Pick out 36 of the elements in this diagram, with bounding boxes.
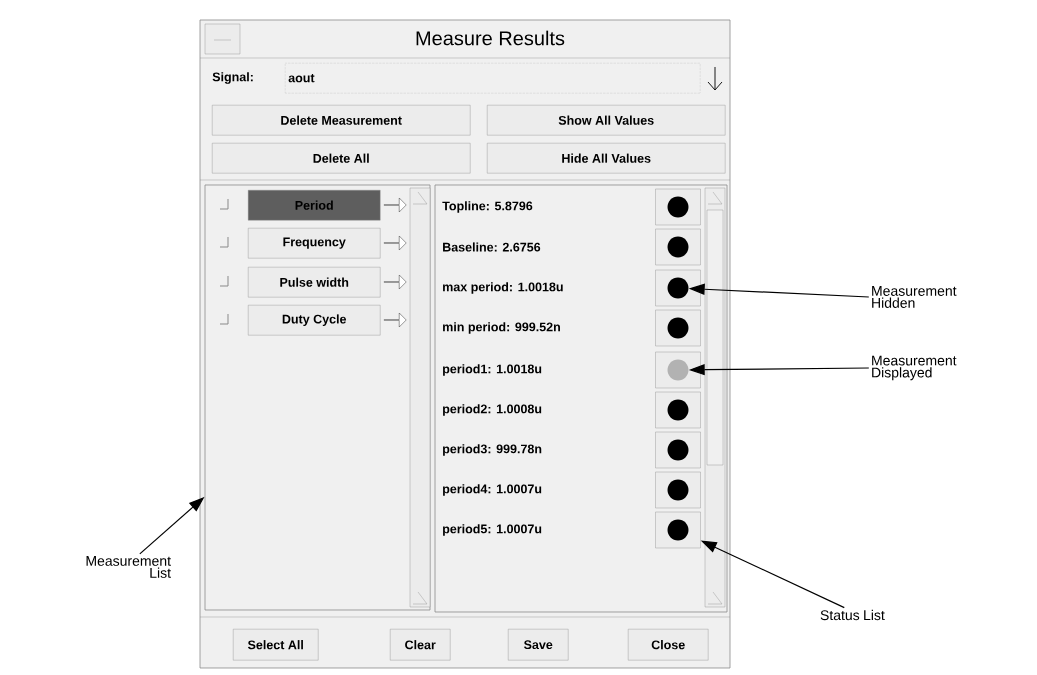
status-dot — [667, 236, 689, 258]
status-dot — [667, 317, 689, 339]
measurement-value: Baseline: 2.6756 — [443, 242, 541, 252]
measurement-value: min period: 999.52n — [443, 322, 560, 334]
callout-text: Measurement Hidden — [872, 286, 957, 308]
measurement-value: period4: 1.0007u — [443, 484, 542, 496]
measurement-value: period5: 1.0007u — [443, 524, 542, 536]
field-label: Signal: — [212, 72, 253, 84]
callout-text: Measurement Displayed — [872, 355, 957, 381]
status-dot — [667, 399, 689, 421]
measurement-value: period3: 999.78n — [443, 444, 542, 456]
button: Frequency — [248, 228, 381, 259]
callout-text: Measurement List — [86, 556, 171, 578]
button: Delete Measurement — [212, 105, 471, 136]
button: Delete All — [212, 143, 471, 174]
button: Show All Values — [487, 105, 726, 136]
button: Hide All Values — [487, 143, 726, 174]
status-dot — [667, 479, 689, 501]
input-field: aout — [285, 63, 701, 94]
status-dot — [667, 519, 689, 541]
button: Save — [508, 629, 569, 661]
button: Close — [628, 629, 709, 661]
measurement-value: max period: 1.0018u — [443, 282, 563, 294]
button: Select All — [233, 629, 319, 661]
status-dot — [667, 196, 689, 218]
measurement-value: period1: 1.0018u — [443, 364, 542, 376]
measurement-value: Topline: 5.8796 — [442, 201, 533, 213]
button: Period — [248, 190, 381, 221]
button: Clear — [390, 629, 451, 661]
window-title: Measure Results — [416, 30, 565, 46]
button: Duty Cycle — [248, 305, 381, 336]
measurement-value: period2: 1.0008u — [443, 404, 542, 416]
status-dot — [667, 439, 689, 461]
status-dot — [667, 359, 689, 381]
button: Pulse width — [248, 267, 381, 298]
callout-text: Status List — [820, 609, 885, 621]
